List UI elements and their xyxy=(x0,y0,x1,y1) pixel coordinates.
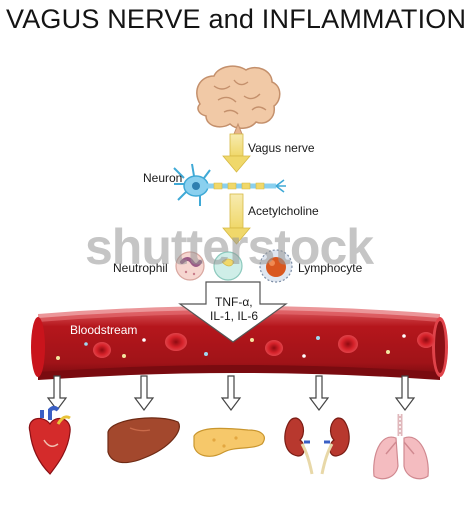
red-blood-cell xyxy=(265,340,283,356)
liver-icon xyxy=(107,417,180,464)
lymphocyte-label: Lymphocyte xyxy=(298,261,363,275)
footer-bar xyxy=(0,503,467,520)
heart-icon xyxy=(28,406,71,475)
down-arrow-icon xyxy=(133,375,155,411)
acetylcholine-arrow xyxy=(222,193,251,245)
watermark: shutterstock xyxy=(85,219,374,275)
red-blood-cell xyxy=(93,342,111,358)
red-blood-cell xyxy=(417,332,435,348)
organ-arrows xyxy=(46,375,416,411)
vagus-nerve-arrow xyxy=(222,133,251,173)
neuron-icon xyxy=(173,163,286,206)
acetylcholine-label: Acetylcholine xyxy=(248,204,319,218)
red-blood-cell xyxy=(338,335,358,353)
pancreas-icon xyxy=(193,427,265,457)
lungs-icon xyxy=(373,414,429,480)
macrophage-icon xyxy=(213,251,243,281)
down-arrow-icon xyxy=(308,375,330,411)
down-arrow-icon xyxy=(220,375,242,411)
red-blood-cells xyxy=(93,332,435,358)
cytokines-label-line2: IL-1, IL-6 xyxy=(210,309,258,323)
neutrophil-icon xyxy=(175,251,205,281)
down-arrow-icon xyxy=(394,375,416,411)
cytokine-dots xyxy=(56,334,406,360)
red-blood-cell xyxy=(165,333,187,351)
lymphocyte-icon xyxy=(259,249,293,283)
neutrophil-label: Neutrophil xyxy=(113,261,168,275)
cytokines-label-line1: TNF-α, xyxy=(215,295,253,309)
page-title: VAGUS NERVE and INFLAMMATION xyxy=(6,4,467,34)
down-arrow-icon xyxy=(46,375,68,411)
bloodstream-label: Bloodstream xyxy=(70,323,137,337)
neuron-label: Neuron xyxy=(143,171,182,185)
brain-icon xyxy=(196,65,281,135)
blood-vessel xyxy=(31,306,448,380)
cytokine-release-arrow xyxy=(178,281,288,343)
kidneys-icon xyxy=(284,417,350,475)
vagus-nerve-label: Vagus nerve xyxy=(248,141,315,155)
